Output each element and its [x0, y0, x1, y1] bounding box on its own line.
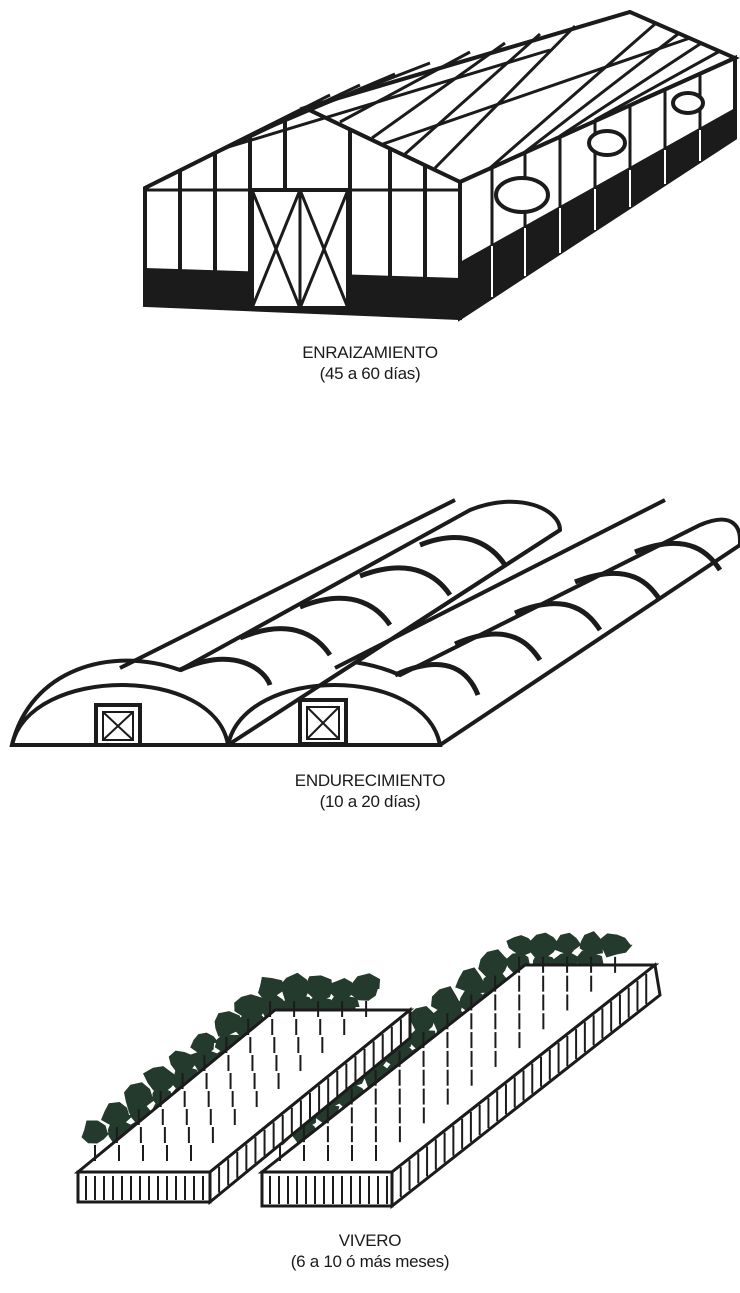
ventilation-fan-icon	[673, 93, 703, 113]
tree-canopy	[553, 933, 582, 956]
hoop-tunnel-greenhouse-icon	[0, 470, 740, 760]
ventilation-fan-icon	[496, 178, 548, 212]
stage-duration: (10 a 20 días)	[0, 791, 740, 812]
stage-enraizamiento: ENRAIZAMIENTO (45 a 60 días)	[0, 0, 740, 400]
tunnel-door-icon	[96, 705, 140, 745]
stage-caption: ENRAIZAMIENTO (45 a 60 días)	[0, 342, 740, 384]
glass-greenhouse-icon	[0, 0, 740, 330]
stage-title: VIVERO	[0, 1230, 740, 1251]
stage-title: ENRAIZAMIENTO	[0, 342, 740, 363]
tree-canopy	[599, 933, 632, 957]
stage-vivero: VIVERO (6 a 10 ó más meses)	[0, 900, 740, 1293]
tunnel-door-icon	[300, 700, 346, 744]
tree-canopy	[82, 1121, 110, 1144]
stage-caption: VIVERO (6 a 10 ó más meses)	[0, 1230, 740, 1272]
stage-duration: (6 a 10 ó más meses)	[0, 1251, 740, 1272]
stage-endurecimiento: ENDURECIMIENTO (10 a 20 días)	[0, 470, 740, 840]
ventilation-fan-icon	[589, 131, 625, 155]
stage-title: ENDURECIMIENTO	[0, 770, 740, 791]
tree-canopy	[350, 973, 380, 1000]
nursery-beds-icon	[0, 900, 740, 1220]
stage-duration: (45 a 60 días)	[0, 363, 740, 384]
stage-caption: ENDURECIMIENTO (10 a 20 días)	[0, 770, 740, 812]
